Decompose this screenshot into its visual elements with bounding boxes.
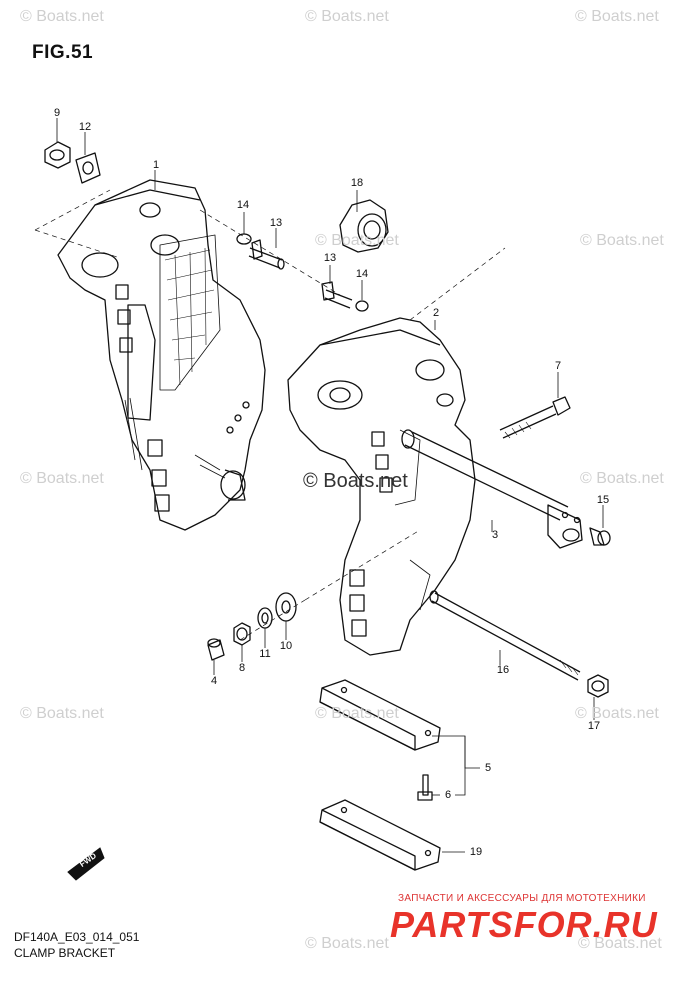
washer-10 [275, 592, 297, 622]
watermark-mid-top: © Boats.net [315, 232, 399, 249]
left-clamp-bracket [57, 179, 266, 531]
callout-16: 16 [496, 664, 510, 676]
callout-13b: 13 [323, 252, 337, 264]
watermark-top-right: © Boats.net [575, 8, 659, 25]
brand-logo: PARTSFOR.RU [390, 904, 658, 945]
callout-14: 14 [236, 199, 250, 211]
callout-7: 7 [554, 360, 562, 372]
callout-13: 13 [269, 217, 283, 229]
watermark-center: © Boats.net [303, 470, 408, 492]
bolt-15 [589, 527, 611, 546]
callout-15: 15 [596, 494, 610, 506]
bolt-13-upper [248, 239, 285, 270]
plate-19 [319, 799, 441, 871]
callout-4: 4 [210, 675, 218, 687]
callout-1: 1 [152, 159, 160, 171]
bolt-6 [417, 774, 433, 801]
right-clamp-bracket [287, 317, 476, 656]
figure-title: FIG.51 [32, 42, 94, 63]
callout-2: 2 [432, 307, 440, 319]
callout-18: 18 [350, 177, 364, 189]
callout-9: 9 [53, 107, 61, 119]
plate-12 [75, 152, 101, 184]
callout-19: 19 [469, 846, 483, 858]
callout-17: 17 [587, 720, 601, 732]
watermark-lower-left: © Boats.net [20, 705, 104, 722]
callout-3: 3 [491, 529, 499, 541]
watermark-mid-right: © Boats.net [580, 232, 664, 249]
watermark-right: © Boats.net [580, 470, 664, 487]
washer-14-upper [236, 233, 252, 245]
callout-14b: 14 [355, 268, 369, 280]
diagram-code: DF140A_E03_014_051 [14, 930, 140, 944]
callout-11: 11 [259, 648, 271, 660]
bolt-7 [499, 396, 571, 439]
watermark-lower-center: © Boats.net [315, 705, 399, 722]
bolt-13-lower [321, 281, 353, 309]
tilt-tube [401, 429, 583, 549]
watermark-bottom-right: © Boats.net [578, 935, 662, 952]
washer-14-lower [355, 300, 369, 312]
watermark-lower-right: © Boats.net [575, 705, 659, 722]
callout-5: 5 [484, 762, 492, 774]
watermark-bottom-center: © Boats.net [305, 935, 389, 952]
nut-9 [44, 141, 71, 169]
watermark-top-center: © Boats.net [305, 8, 389, 25]
diagram-name: CLAMP BRACKET [14, 946, 116, 960]
fwd-arrow [67, 847, 105, 881]
watermark-top-left: © Boats.net [20, 8, 104, 25]
watermark-mid-left: © Boats.net [20, 470, 104, 487]
callout-8: 8 [238, 662, 246, 674]
nut-17 [587, 674, 609, 698]
callout-6: 6 [444, 789, 452, 801]
collar-4 [207, 638, 225, 661]
nut-18 [339, 199, 389, 253]
nut-8 [233, 622, 251, 646]
bolt-16 [429, 590, 581, 681]
callout-10: 10 [279, 640, 293, 652]
brand-tagline: ЗАПЧАСТИ И АКСЕССУАРЫ ДЛЯ МОТОТЕХНИКИ [398, 893, 646, 904]
plate-5-upper [319, 679, 441, 751]
callout-12: 12 [78, 121, 92, 133]
